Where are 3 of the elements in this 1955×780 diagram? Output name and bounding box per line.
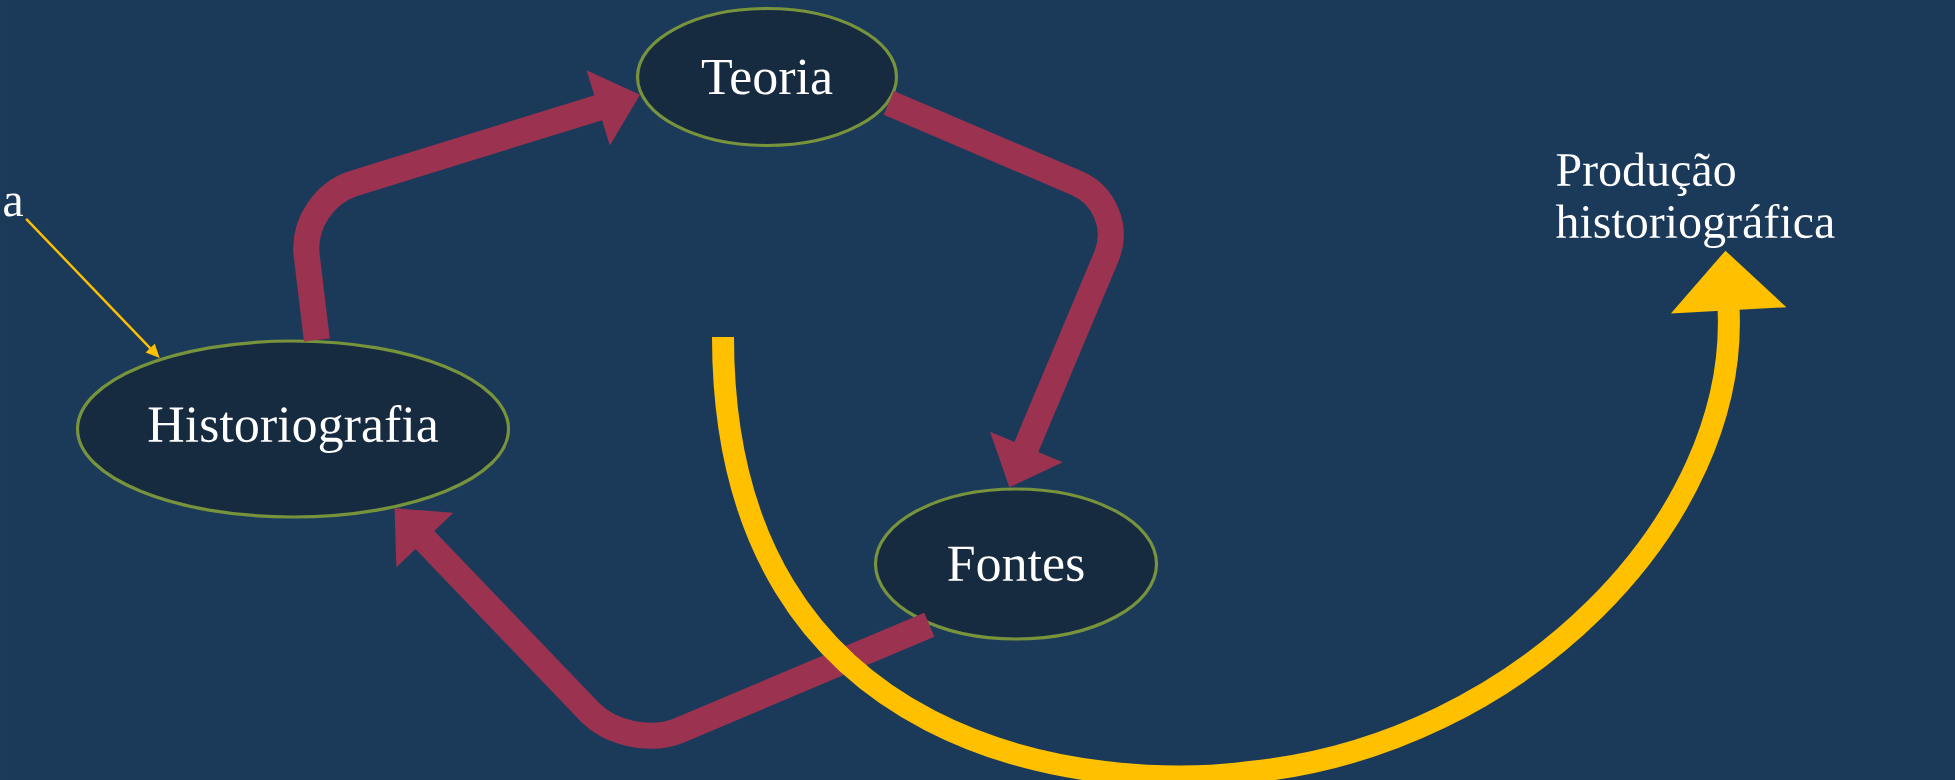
label-text: Produção historiográfica: [1555, 152, 1835, 249]
label-text: a: [4, 193, 24, 217]
bent-arrow: [394, 508, 935, 749]
